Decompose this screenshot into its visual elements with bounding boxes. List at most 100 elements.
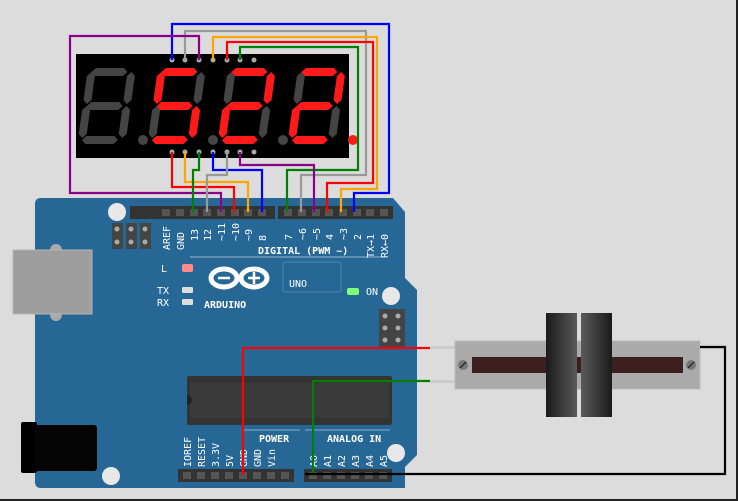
display-digit (218, 68, 275, 144)
pin-label: GND (239, 449, 250, 467)
arduino-logo-icon (208, 266, 270, 290)
header-pin[interactable] (351, 472, 359, 479)
header-pin[interactable] (183, 472, 191, 479)
led-l-label: L (161, 264, 167, 275)
header-pin[interactable] (258, 209, 266, 216)
green-wire[interactable] (191, 152, 201, 212)
header-pin[interactable] (211, 472, 219, 479)
blue-wire[interactable] (211, 152, 264, 212)
atmega-chip (187, 376, 392, 425)
red-wire[interactable] (241, 346, 430, 475)
decimal-point (278, 135, 288, 145)
gray-wire[interactable] (205, 152, 229, 212)
mounting-hole (387, 444, 405, 462)
purple-wire[interactable] (68, 34, 223, 212)
orange-wire[interactable] (183, 152, 250, 212)
power-header[interactable] (178, 469, 294, 482)
pin-label: A3 (351, 455, 362, 467)
header-pin[interactable] (225, 472, 233, 479)
display-digit (288, 68, 345, 144)
slide-potentiometer[interactable] (430, 313, 726, 417)
blue-wire[interactable] (170, 22, 391, 212)
header-pin[interactable] (312, 209, 320, 216)
header-pin[interactable] (253, 472, 261, 479)
power-jack (21, 422, 97, 473)
green-wire[interactable] (311, 379, 430, 475)
display-digit (148, 68, 205, 144)
header-pin[interactable] (353, 209, 361, 216)
header-pin[interactable] (239, 472, 247, 479)
header-pin[interactable] (197, 472, 205, 479)
pin-label: A0 (309, 455, 320, 467)
header-pin[interactable] (231, 209, 239, 216)
pin-label: A1 (323, 455, 334, 467)
pin-label: ~10 (231, 223, 242, 241)
pin-label: ~5 (312, 228, 323, 240)
seven-segment-display[interactable] (76, 54, 358, 158)
power-label: POWER (259, 434, 290, 445)
header-pin[interactable] (244, 209, 252, 216)
header-pin[interactable] (380, 209, 388, 216)
header-pin[interactable] (217, 209, 225, 216)
decimal-point (138, 135, 148, 145)
header-pin[interactable] (203, 209, 211, 216)
decimal-point (348, 135, 358, 145)
pin-label: IOREF (183, 437, 194, 467)
analog-header[interactable] (304, 469, 392, 482)
header-pin[interactable] (309, 472, 317, 479)
led-tx (182, 287, 193, 293)
purple-wire[interactable] (238, 152, 316, 212)
black-wire[interactable] (305, 345, 727, 476)
pin-label: ~11 (217, 223, 228, 241)
analog-label: ANALOG IN (327, 434, 381, 445)
digital-header-left[interactable] (130, 206, 275, 219)
header-pin[interactable] (162, 209, 170, 216)
red-wire[interactable] (170, 152, 236, 212)
red-wire[interactable] (225, 40, 375, 212)
header-pin[interactable] (325, 209, 333, 216)
pin-label: TX→1 (366, 234, 377, 258)
pin-label: 8 (258, 235, 269, 241)
display-pin[interactable] (251, 57, 257, 63)
header-pin[interactable] (323, 472, 331, 479)
header-pin[interactable] (337, 472, 345, 479)
header-pin[interactable] (281, 472, 289, 479)
slider-knob[interactable] (546, 313, 612, 417)
mounting-hole (108, 203, 126, 221)
pin-label: RESET (197, 437, 208, 467)
pin-label: A2 (337, 455, 348, 467)
icsp-header (112, 223, 405, 347)
green-wire[interactable] (238, 45, 360, 212)
display-pin[interactable] (251, 149, 257, 155)
decimal-point (208, 135, 218, 145)
header-pin[interactable] (379, 472, 387, 479)
usb-port (12, 244, 93, 321)
brand-label: ARDUINO (204, 300, 246, 311)
header-pin[interactable] (284, 209, 292, 216)
pin-label: RX←0 (380, 234, 391, 258)
pin-label: ~9 (244, 229, 255, 241)
model-label: UNO (289, 279, 307, 290)
header-pin[interactable] (339, 209, 347, 216)
led-rx-label: RX (157, 298, 169, 309)
pin-label: 12 (203, 229, 214, 241)
pin-label: 3.3V (211, 443, 222, 467)
pin-label: 13 (190, 229, 201, 241)
digital-label: DIGITAL (PWM ~) (258, 246, 348, 257)
led-on (347, 288, 359, 295)
header-pin[interactable] (365, 472, 373, 479)
digital-header-right[interactable] (278, 206, 393, 219)
pin-label: ~3 (339, 228, 350, 240)
orange-wire[interactable] (211, 35, 379, 212)
pin-label: GND (176, 232, 187, 250)
pin-label: Vin (267, 449, 278, 467)
pin-label: 7 (284, 234, 295, 240)
header-pin[interactable] (298, 209, 306, 216)
header-pin[interactable] (267, 472, 275, 479)
pin-label: ~6 (298, 228, 309, 240)
header-pin[interactable] (190, 209, 198, 216)
header-pin[interactable] (366, 209, 374, 216)
header-pin[interactable] (176, 209, 184, 216)
